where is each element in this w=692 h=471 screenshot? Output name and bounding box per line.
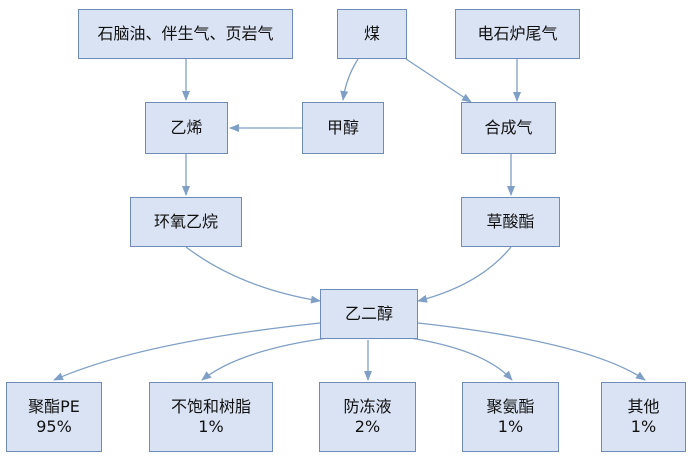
node-label: 煤 <box>363 24 380 43</box>
node-label: 乙二醇 <box>344 304 393 323</box>
node-label: 环氧乙烷 <box>153 212 218 231</box>
node-methanol: 甲醇 <box>302 102 384 154</box>
node-polyurethane: 聚氨酯 1% <box>462 382 559 452</box>
node-label: 其他 <box>627 397 660 416</box>
node-share: 2% <box>354 417 381 436</box>
node-label: 草酸酯 <box>486 212 535 231</box>
node-other: 其他 1% <box>601 382 686 452</box>
node-share: 95% <box>36 417 72 436</box>
arrow-glycol-to-other <box>417 322 646 381</box>
node-ethylene-glycol: 乙二醇 <box>320 289 418 339</box>
node-coal: 煤 <box>337 9 407 59</box>
arrow-ethylene-oxide-to-glycol <box>185 246 321 304</box>
node-ethylene: 乙烯 <box>145 102 228 154</box>
node-share: 1% <box>630 417 657 436</box>
node-ethylene-oxide: 环氧乙烷 <box>130 197 242 247</box>
node-petroleum-gas: 石脑油、伴生气、页岩气 <box>78 9 293 59</box>
arrow-oxalate-to-glycol <box>417 246 512 303</box>
node-label: 电石炉尾气 <box>477 24 558 43</box>
node-label: 乙烯 <box>170 118 203 137</box>
node-label: 合成气 <box>484 118 533 137</box>
node-label: 聚酯PE <box>28 397 80 416</box>
node-share: 1% <box>198 417 224 436</box>
node-calcium-carbide-gas: 电石炉尾气 <box>455 9 580 59</box>
node-unsaturated-resin: 不饱和树脂 1% <box>149 382 273 452</box>
node-label: 石脑油、伴生气、页岩气 <box>97 24 274 43</box>
node-label: 聚氨酯 <box>486 397 535 416</box>
arrow-glycol-to-polyurethane <box>409 337 513 381</box>
node-pet: 聚酯PE 95% <box>6 382 102 452</box>
node-label: 防冻液 <box>343 397 392 416</box>
node-syngas: 合成气 <box>461 102 556 154</box>
node-oxalate: 草酸酯 <box>461 197 560 247</box>
arrow-coal-to-syngas <box>405 58 472 103</box>
node-label: 不饱和树脂 <box>170 397 251 416</box>
node-antifreeze: 防冻液 2% <box>319 382 416 452</box>
arrow-glycol-to-pet <box>53 322 321 381</box>
arrow-glycol-to-resin <box>201 337 329 381</box>
node-label: 甲醇 <box>326 118 359 137</box>
node-share: 1% <box>497 417 524 436</box>
arrow-coal-to-methanol <box>340 58 359 101</box>
